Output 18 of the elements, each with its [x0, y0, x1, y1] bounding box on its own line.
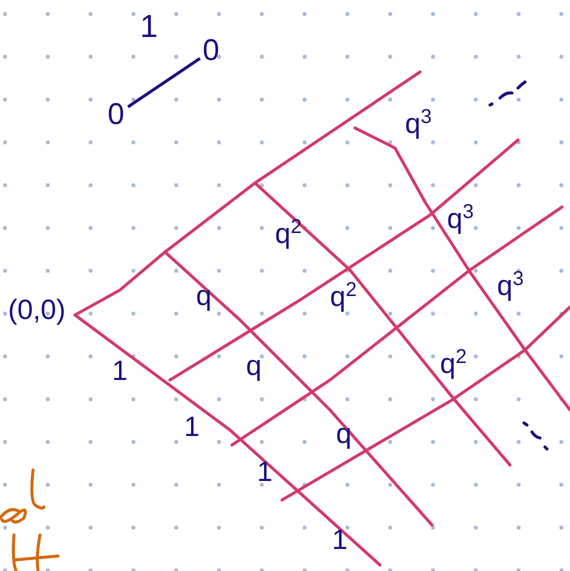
grid-label: q$^{2}$	[440, 350, 467, 378]
grid-label: q$^{3}$	[447, 205, 474, 233]
grid-label: (0,0)	[8, 296, 66, 324]
grid-label: 1	[112, 357, 128, 385]
edge-label: 1	[140, 10, 158, 42]
grid-label: q$^{3}$	[497, 272, 524, 300]
connector-line	[127, 57, 201, 108]
grid-label: q	[246, 352, 262, 380]
grid-label: q	[336, 420, 352, 448]
grid-label: q$^{2}$	[275, 220, 302, 248]
grid-label: q$^{3}$	[405, 110, 432, 138]
grid-label: q	[196, 282, 212, 310]
grid-label: q$^{2}$	[330, 283, 357, 311]
grid-label: 1	[332, 526, 348, 554]
endpoint-label: 0	[200, 36, 222, 66]
grid-label: 1	[257, 458, 273, 486]
endpoint-label: 0	[104, 98, 128, 132]
grid-label: 1	[184, 413, 200, 441]
